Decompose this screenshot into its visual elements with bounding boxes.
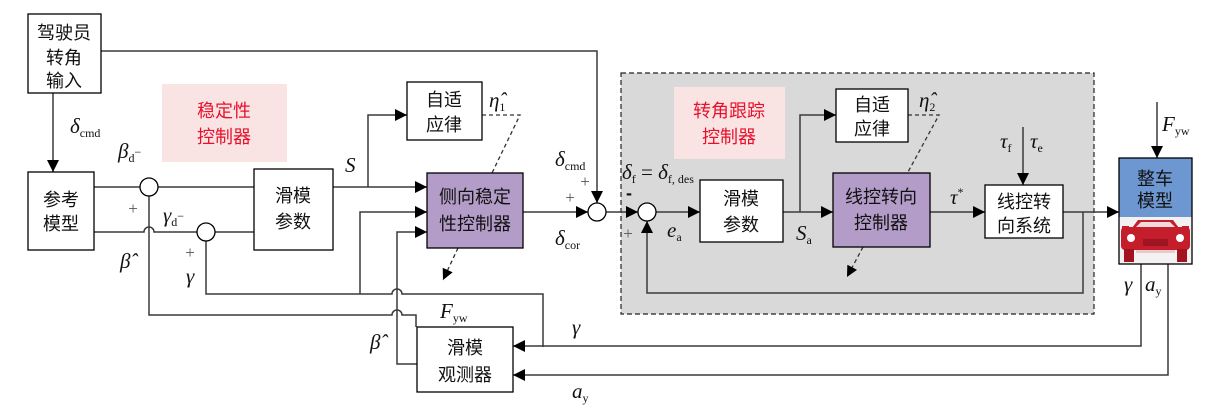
- label-tau-e: τe: [1030, 129, 1043, 155]
- car-icon: [1121, 220, 1190, 262]
- sign-plus-delta-cor: +: [565, 188, 575, 207]
- block-label: 输入: [46, 71, 82, 92]
- line-gamma-to-observer: [513, 264, 1142, 352]
- label-tau-star: τ*: [950, 185, 964, 209]
- label-delta-cmd-driver: δcmd: [70, 114, 100, 140]
- label-tau-f: τf: [1000, 129, 1012, 155]
- stability-controller-label: 稳定性 控制器: [162, 84, 287, 162]
- line-controller1-dashed-out: [442, 247, 459, 281]
- block-label: 应律: [854, 119, 890, 140]
- vehicle-model-block: 整车 模型: [1118, 157, 1193, 265]
- line-observer-to-controller: [396, 226, 427, 365]
- block-label: 自适: [854, 95, 890, 116]
- sliding-mode-parameter-block-2: 滑模 参数: [699, 179, 784, 243]
- label-gamma-feedback: γ: [186, 264, 195, 288]
- block-label: 参考: [43, 190, 79, 211]
- block-label: 转角: [46, 48, 82, 69]
- label-ay-vehicle: ay: [1145, 272, 1162, 298]
- sum-junction-beta: [139, 177, 159, 197]
- label-eta1-hat: η̂1: [489, 88, 507, 114]
- block-label: 控制器: [854, 213, 908, 234]
- sign-plus-delta-cmd: +: [580, 172, 590, 191]
- block-label: 驾驶员: [37, 23, 91, 44]
- steer-by-wire-system-block: 线控转 向系统: [984, 184, 1064, 239]
- sliding-mode-parameter-block-1: 滑模 参数: [253, 168, 334, 251]
- line-driver-to-sum1: [101, 50, 603, 203]
- label-ay-observer: ay: [572, 379, 589, 405]
- block-label: 观测器: [438, 365, 492, 386]
- reference-model-block: 参考 模型: [27, 171, 95, 251]
- driver-input-block: 驾驶员 转角 输入: [27, 13, 102, 94]
- tracking-controller-label: 转角跟踪 控制器: [674, 87, 785, 159]
- line-s-a-to-adaptive-law: [799, 109, 836, 212]
- steer-by-wire-controller-block: 线控转向 控制器: [832, 172, 931, 248]
- lateral-stability-controller-block: 侧向稳定 性控制器: [426, 172, 524, 249]
- line-gamma-d: [94, 226, 197, 233]
- label-beta-d: βd−: [117, 139, 141, 165]
- label-delta-cor: δcor: [555, 226, 580, 252]
- label-line: 转角跟踪: [693, 101, 765, 122]
- block-label: 整车: [1137, 169, 1173, 190]
- line-steering-feedback: [641, 212, 1084, 294]
- label-delta-f-des: δf = δf, des: [622, 160, 694, 186]
- line-s-to-adaptive-law: [367, 109, 407, 187]
- label-gamma-observer: γ: [572, 315, 581, 339]
- block-label: 性控制器: [439, 214, 511, 235]
- block-label: 应律: [426, 115, 462, 136]
- block-label: 模型: [43, 214, 79, 235]
- sum-junction-steer-error: [637, 202, 657, 222]
- sliding-mode-observer-block: 滑模 观测器: [416, 326, 514, 393]
- label-fyw-vehicle: Fyw: [1161, 112, 1190, 138]
- adaptive-law-block-1: 自适 应律: [406, 81, 483, 141]
- block-label: 滑模: [447, 338, 483, 359]
- label-line: 控制器: [702, 127, 756, 148]
- label-fyw-observer: Fyw: [439, 299, 468, 325]
- sum-junction-gamma: [196, 222, 216, 242]
- block-label: 向系统: [997, 216, 1051, 237]
- block-label: 模型: [1137, 191, 1173, 212]
- block-label: 线控转: [997, 192, 1051, 213]
- line-eta2-dashed: [907, 114, 941, 173]
- block-label: 参数: [275, 212, 311, 233]
- block-label: 自适: [426, 90, 462, 111]
- label-s-a: Sa: [796, 221, 813, 247]
- line-ay-to-observer: [513, 264, 1169, 381]
- sign-minus-steer: -: [626, 183, 632, 203]
- sum-junction-steer-command: [587, 202, 607, 222]
- label-line: 控制器: [197, 127, 251, 148]
- line-eta1-dashed: [482, 114, 522, 174]
- label-line: 稳定性: [197, 101, 251, 122]
- adaptive-law-block-2: 自适 应律: [835, 88, 909, 143]
- block-label: 侧向稳定: [439, 187, 511, 208]
- sign-plus-steer: +: [623, 224, 633, 243]
- label-s: S: [345, 153, 356, 177]
- label-beta-hat-observer: β̂: [369, 330, 388, 354]
- label-beta-hat-ref: β̂: [119, 249, 138, 273]
- line-controller2-dashed-out: [846, 246, 864, 278]
- label-e-a: ea: [667, 218, 682, 244]
- block-label: 滑模: [275, 186, 311, 207]
- sign-plus-beta: +: [128, 199, 138, 218]
- line-gamma-to-controller: [359, 206, 427, 294]
- block-label: 滑模: [723, 189, 759, 210]
- label-delta-cmd-sum: δcmd: [555, 147, 585, 173]
- block-label: 线控转向: [845, 187, 917, 208]
- block-label: 参数: [723, 215, 759, 236]
- label-gamma-vehicle: γ: [1124, 272, 1133, 296]
- sign-plus-gamma: +: [185, 243, 195, 262]
- label-gamma-d: γd−: [163, 203, 184, 229]
